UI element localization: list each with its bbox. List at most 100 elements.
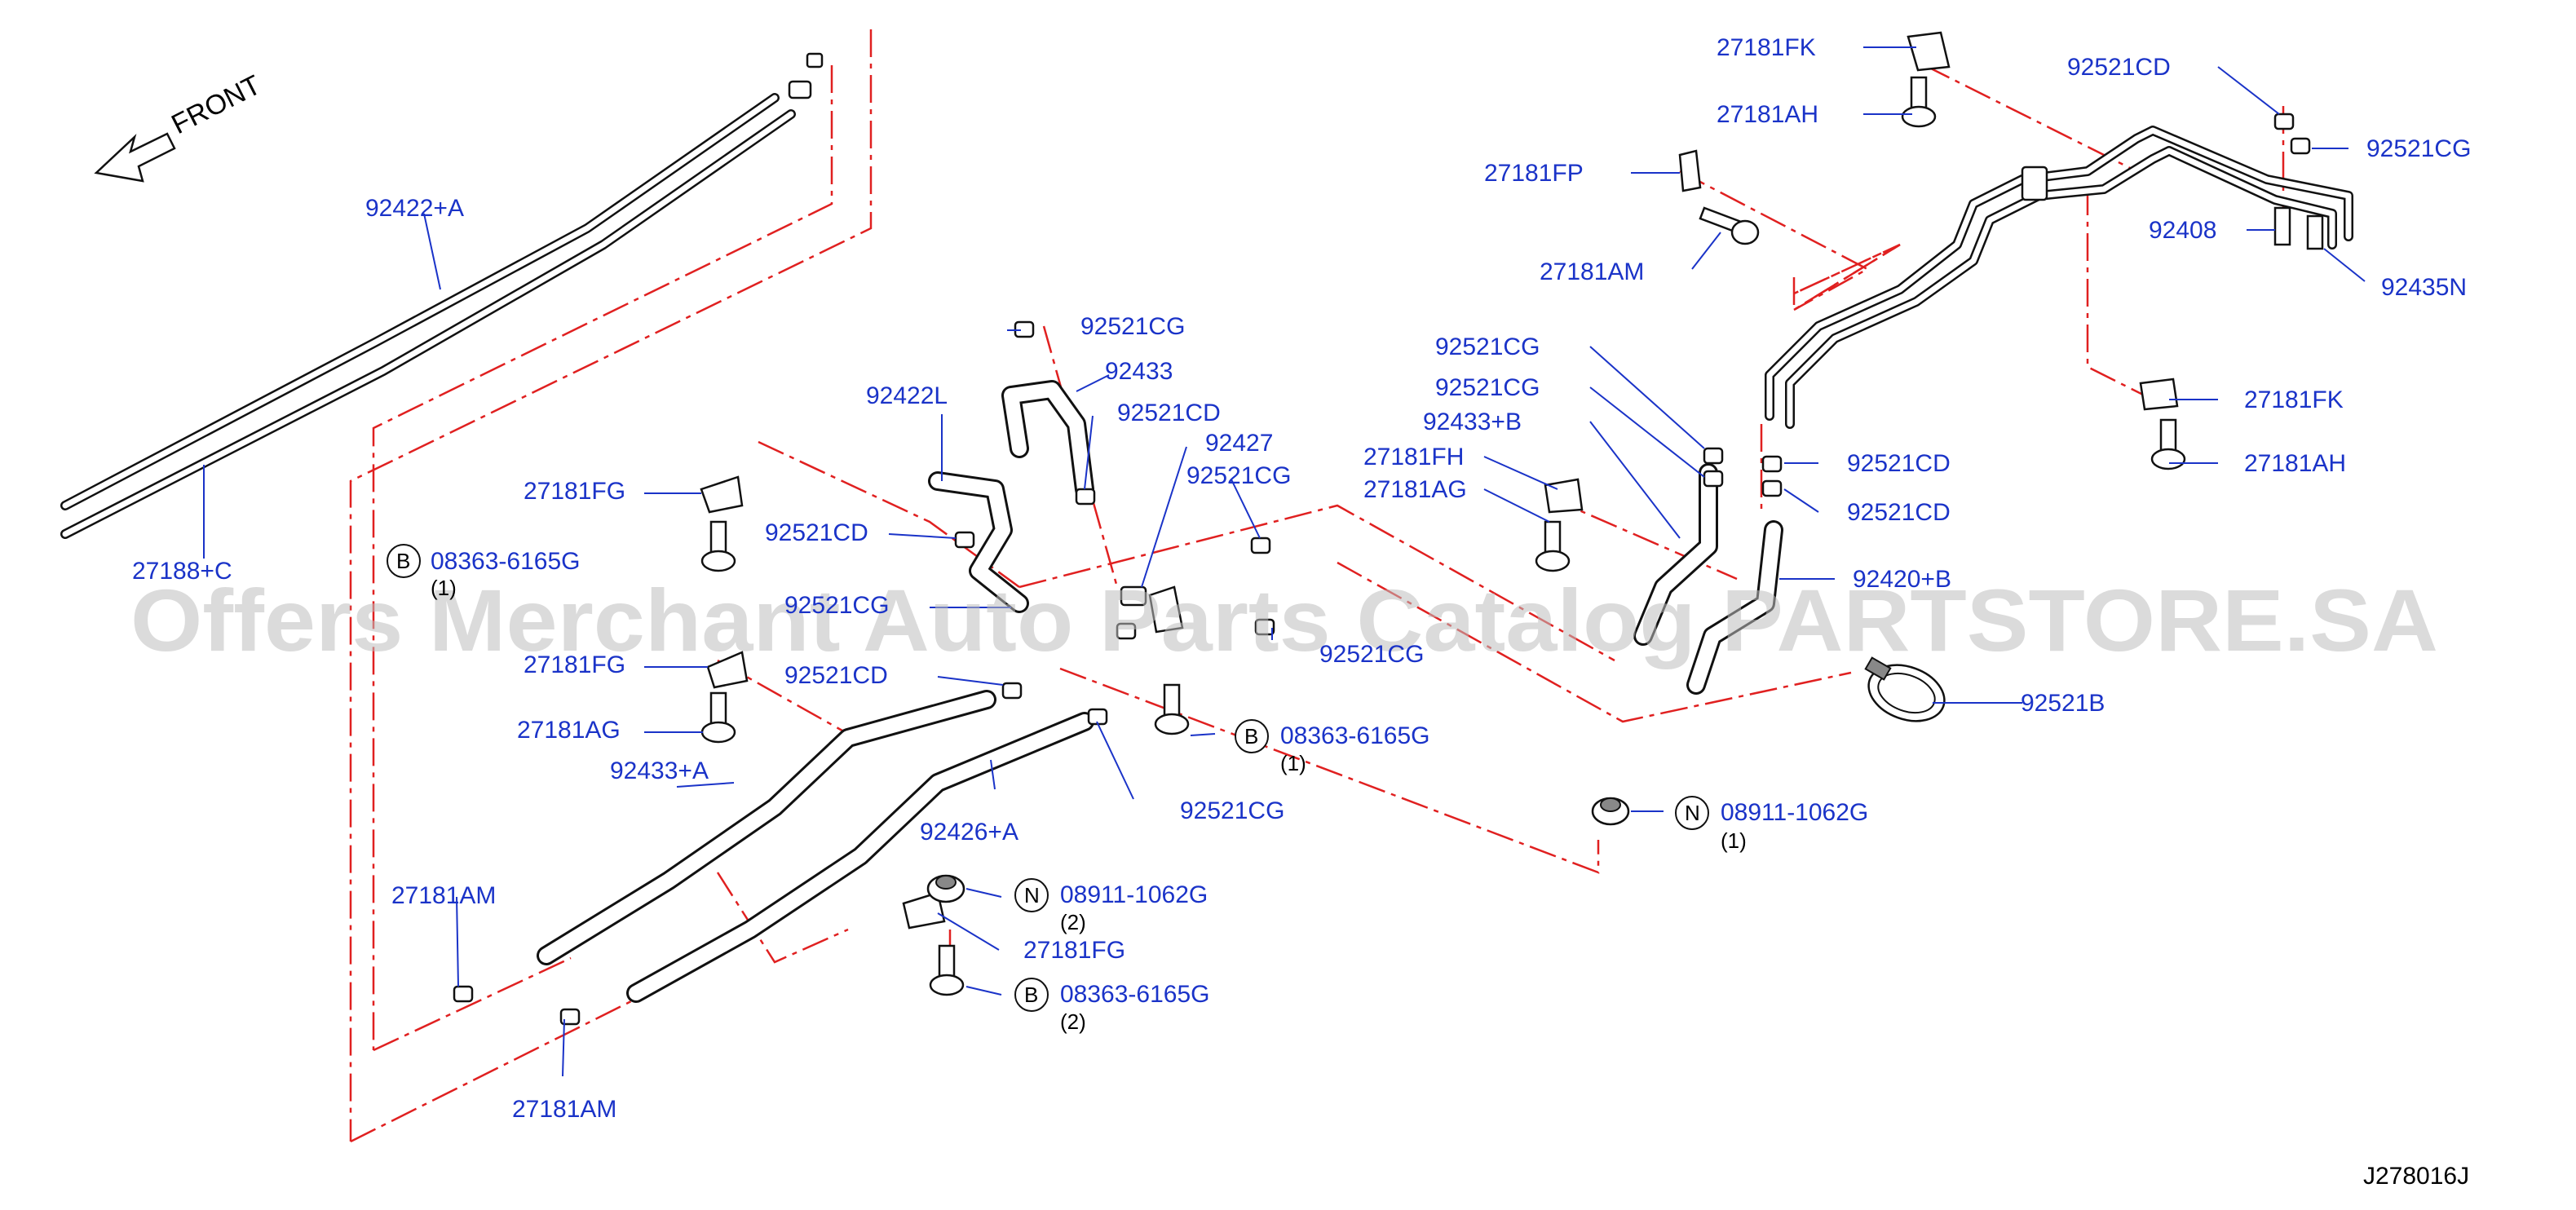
label-27181fg-3[interactable]: 27181FG [1023,937,1125,964]
label-92521cg-8[interactable]: 92521CG [1435,374,1540,401]
label-92521cd-4[interactable]: 92521CD [2067,54,2171,81]
qty-08363-6165g-top: (1) [431,576,457,600]
bracket-clip-icon[interactable] [1544,478,1584,514]
label-92521cg-6[interactable]: 92521CG [2366,135,2471,162]
nut-icon[interactable] [1591,797,1630,826]
label-92521cd-5[interactable]: 92521CD [1847,450,1951,477]
bracket-clip-icon[interactable] [902,891,946,930]
pipe-stub-icon [2273,206,2324,250]
leader-lines [203,46,2366,1077]
hose-clamp-icon[interactable] [453,985,474,1003]
label-92426-a[interactable]: 92426+A [920,819,1018,846]
label-08363-6165g-top[interactable]: 08363-6165G [431,548,581,575]
bolt-icon[interactable] [700,520,736,572]
label-92521cd-2[interactable]: 92521CD [784,662,888,689]
label-27188-c[interactable]: 27188+C [132,558,232,585]
hose-clamp-icon[interactable] [1250,537,1271,554]
label-92521cg-7[interactable]: 92521CG [1435,333,1540,360]
bolt-icon[interactable] [1154,683,1190,735]
label-27181fp[interactable]: 27181FP [1484,160,1584,187]
hose-clamp-icon[interactable] [1761,455,1783,497]
hose-clamp-icon[interactable] [559,1008,581,1026]
label-27181ah-2[interactable]: 27181AH [2244,450,2346,477]
label-92521cg-5[interactable]: 92521CG [1180,797,1284,824]
bolt-icon[interactable] [1535,520,1571,572]
qty-08911-1062g-right: (1) [1721,828,1747,853]
nut-badge: N [1675,796,1709,830]
label-92521cd-3[interactable]: 92521CD [1117,400,1221,426]
hose-clamp-icon[interactable] [1254,618,1275,636]
label-92521cd-6[interactable]: 92521CD [1847,499,1951,526]
label-92422-a[interactable]: 92422+A [365,195,464,222]
svg-text:B: B [1024,983,1038,1007]
hose-clamp-icon[interactable] [788,52,824,99]
label-92427[interactable]: 92427 [1205,430,1273,457]
hose-assembly [60,93,2353,1003]
bolt-badge: B [387,544,421,578]
bracket-clip-icon[interactable] [700,475,744,514]
svg-text:B: B [396,549,410,573]
label-92408[interactable]: 92408 [2149,217,2216,244]
watermark: Offers Merchant Auto Parts Catalog PARTS… [130,571,2438,669]
label-27181ag-1[interactable]: 27181AG [517,717,621,744]
nut-icon[interactable] [926,874,965,903]
bolt-badge: B [1014,978,1049,1012]
hose-clamp-icon[interactable] [1075,488,1096,506]
bolt-icon[interactable] [929,944,965,996]
label-27181am-1[interactable]: 27181AM [391,882,496,909]
bracket-clip-icon[interactable] [706,651,749,689]
label-92521cg-4[interactable]: 92521CG [1319,641,1424,668]
phantom-lines [349,29,2285,1143]
qty-08363-6165g-bot: (2) [1060,1009,1086,1034]
bracket-clip-icon[interactable] [2139,378,2179,411]
label-27181am-2[interactable]: 27181AM [512,1096,616,1123]
label-92521cd-1[interactable]: 92521CD [765,519,868,546]
label-92433-a[interactable]: 92433+A [610,757,709,784]
label-27181am-3[interactable]: 27181AM [1540,258,1644,285]
label-92420-b[interactable]: 92420+B [1853,566,1951,593]
bolt-icon[interactable] [1699,206,1760,245]
label-27181fk-1[interactable]: 27181FK [1717,34,1816,61]
label-92521cg-3[interactable]: 92521CG [1186,462,1291,489]
label-08363-6165g-mid[interactable]: 08363-6165G [1280,722,1430,749]
svg-text:B: B [1244,724,1258,749]
bolt-icon[interactable] [1901,76,1937,128]
hose-clamp-icon[interactable] [954,531,975,549]
hose-clamp-icon[interactable] [2273,113,2311,155]
hose-clamp-icon[interactable] [1116,622,1137,640]
qty-08363-6165g-mid: (1) [1280,751,1306,775]
svg-text:N: N [1685,801,1700,825]
label-08363-6165g-bot[interactable]: 08363-6165G [1060,981,1210,1008]
label-92521cg-2[interactable]: 92521CG [1080,313,1185,340]
label-92433-b[interactable]: 92433+B [1423,408,1522,435]
label-27181fh[interactable]: 27181FH [1363,444,1464,470]
label-27181ag-2[interactable]: 27181AG [1363,476,1467,503]
label-92433[interactable]: 92433 [1105,358,1173,385]
label-92521b[interactable]: 92521B [2021,690,2105,717]
bracket-clip-icon[interactable] [1907,31,1951,72]
label-27181fg-2[interactable]: 27181FG [524,651,625,678]
cable-tie-icon[interactable] [1861,656,1952,731]
qty-08911-1062g-bot: (2) [1060,910,1086,934]
label-08911-1062g-right[interactable]: 08911-1062G [1721,799,1868,826]
label-92422l[interactable]: 92422L [866,382,948,409]
label-27181fk-2[interactable]: 27181FK [2244,386,2344,413]
label-08911-1062g-bot[interactable]: 08911-1062G [1060,881,1208,908]
front-arrow-icon: FRONT [94,69,266,183]
hose-clamp-icon[interactable] [1001,682,1023,700]
front-label: FRONT [166,69,266,140]
bracket-clip-icon[interactable] [1678,149,1702,192]
label-27181fg-1[interactable]: 27181FG [524,478,625,505]
label-92435n[interactable]: 92435N [2381,274,2467,301]
diagram-code: J278016J [2363,1163,2469,1190]
nut-badge: N [1014,878,1049,912]
label-27181ah-1[interactable]: 27181AH [1717,101,1818,128]
label-92521cg-1[interactable]: 92521CG [784,592,889,619]
bolt-icon[interactable] [2150,418,2186,470]
hose-clamp-icon[interactable] [1703,447,1724,488]
hardware [453,31,2324,1026]
bracket-clip-icon[interactable] [1148,585,1184,634]
bolt-icon[interactable] [700,691,736,744]
svg-text:N: N [1024,883,1040,907]
